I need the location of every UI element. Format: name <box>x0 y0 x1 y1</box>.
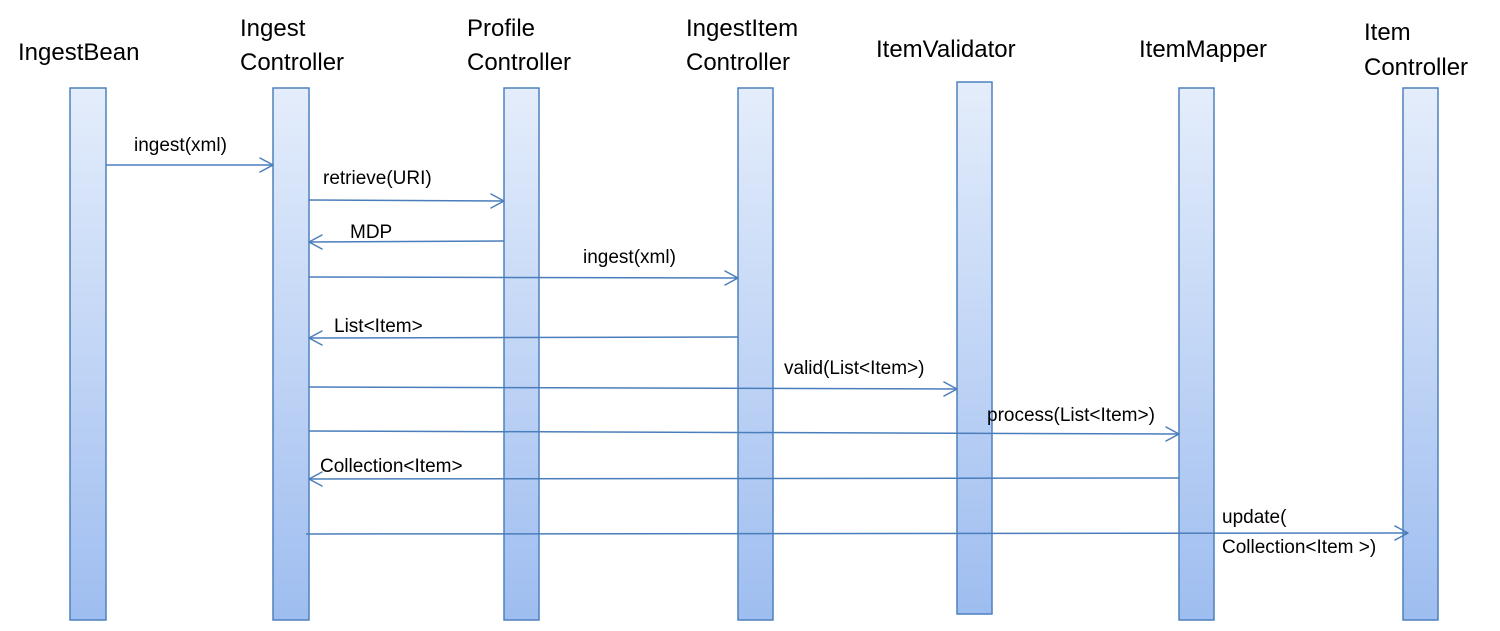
arrow-head-icon <box>490 193 505 209</box>
message-line <box>308 386 958 390</box>
message-label-line: process(List<Item>) <box>987 405 1155 426</box>
lifelines <box>69 81 1439 621</box>
message-6: valid(List<Item>) <box>308 358 958 397</box>
message-label: Collection<Item> <box>320 456 463 477</box>
message-3: MDP <box>308 222 505 250</box>
participant-label-line: Controller <box>1364 54 1468 81</box>
lifeline-ingest-bean <box>69 87 107 621</box>
arrow-head-icon <box>308 471 323 487</box>
message-2: retrieve(URI) <box>308 168 505 209</box>
lifeline-item-controller <box>1402 87 1439 621</box>
participant-label-line: IngestBean <box>18 39 139 66</box>
lifeline-ingest-item-controller <box>737 87 774 621</box>
participant-label-ingest-bean: IngestBean <box>18 39 139 66</box>
message-4: ingest(xml) <box>308 247 739 286</box>
message-label-line: retrieve(URI) <box>323 168 432 189</box>
message-8: Collection<Item> <box>308 456 1180 487</box>
message-7: process(List<Item>) <box>308 405 1180 442</box>
message-label: MDP <box>350 222 392 243</box>
message-label: ingest(xml) <box>134 135 227 156</box>
participant-label-line: Controller <box>467 49 571 76</box>
lifeline-item-validator <box>956 81 993 615</box>
message-label: retrieve(URI) <box>323 168 432 189</box>
message-label-line: ingest(xml) <box>134 135 227 156</box>
message-label: update( Collection<Item >) <box>1222 507 1376 558</box>
arrow-head-icon <box>1394 525 1409 541</box>
message-label: List<Item> <box>334 316 423 337</box>
message-line <box>308 430 1180 435</box>
lifeline-item-mapper <box>1178 87 1215 621</box>
participant-label-item-validator: ItemValidator <box>876 36 1016 63</box>
message-label-line: ingest(xml) <box>583 247 676 268</box>
message-line <box>305 532 1409 535</box>
participant-label-item-mapper: ItemMapper <box>1139 36 1267 63</box>
message-label: ingest(xml) <box>583 247 676 268</box>
message-line <box>308 336 739 339</box>
arrow-head-icon <box>724 270 739 286</box>
participant-label-line: IngestItem <box>686 15 798 42</box>
message-label-line: List<Item> <box>334 316 423 337</box>
arrow-head-icon <box>943 381 958 397</box>
arrow-head-icon <box>1165 426 1180 442</box>
message-label-line: Collection<Item> <box>320 456 463 477</box>
participant-label-line: Ingest <box>240 15 306 42</box>
participant-label-line: ItemValidator <box>876 36 1016 63</box>
message-label: valid(List<Item>) <box>784 358 924 379</box>
arrow-head-icon <box>259 157 274 173</box>
participant-label-line: Profile <box>467 15 535 42</box>
participant-label-line: Controller <box>686 49 790 76</box>
lifeline-ingest-controller <box>272 87 310 621</box>
arrow-head-icon <box>308 234 323 250</box>
message-5: List<Item> <box>308 316 739 346</box>
message-1: ingest(xml) <box>106 135 274 173</box>
message-label-line: Collection<Item >) <box>1222 537 1376 558</box>
message-label-line: valid(List<Item>) <box>784 358 924 379</box>
message-label-line: MDP <box>350 222 392 243</box>
participant-label-line: Item <box>1364 19 1411 46</box>
message-label: process(List<Item>) <box>987 405 1155 426</box>
participant-label-line: ItemMapper <box>1139 36 1267 63</box>
message-label-line: update( <box>1222 507 1287 528</box>
message-line <box>308 240 505 243</box>
message-line <box>308 276 739 279</box>
message-line <box>308 477 1180 480</box>
lifeline-profile-controller <box>503 87 540 621</box>
messages: ingest(xml) retrieve(URI) MDP ingest(xml) Li… <box>106 135 1409 558</box>
arrow-head-icon <box>308 330 323 346</box>
participant-label-line: Controller <box>240 49 344 76</box>
message-9: update( Collection<Item >) <box>305 507 1409 558</box>
message-line <box>308 199 505 202</box>
